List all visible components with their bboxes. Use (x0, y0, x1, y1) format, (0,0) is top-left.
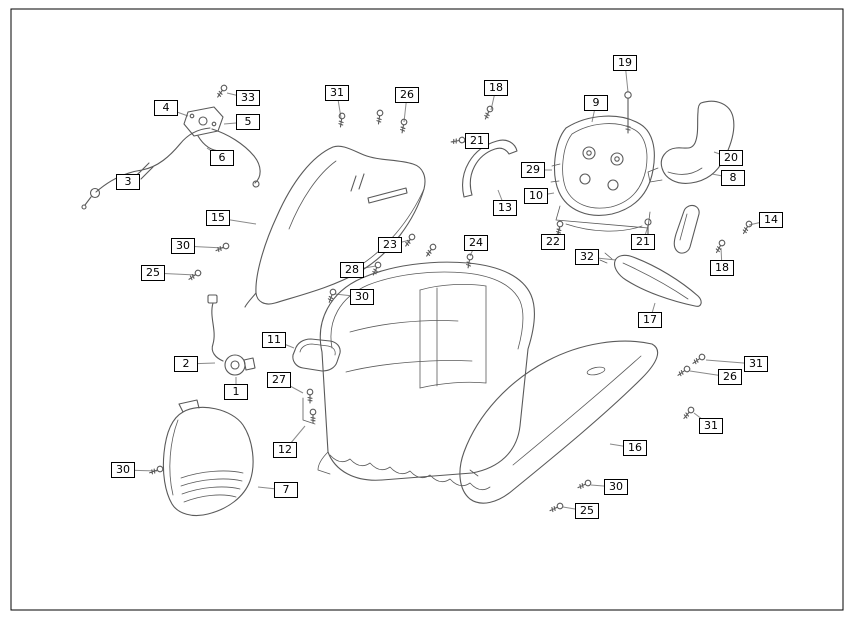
part-helmet-box (317, 261, 536, 491)
callout-20-14[interactable]: 20 (719, 150, 743, 166)
callout-13-13[interactable]: 13 (493, 200, 517, 216)
callout-17-28[interactable]: 17 (638, 312, 662, 328)
callout-26-6[interactable]: 26 (395, 87, 419, 103)
callout-3-4[interactable]: 3 (116, 174, 140, 190)
bolt-icon (624, 91, 632, 134)
part-link-strap (673, 204, 700, 254)
callout-30-40[interactable]: 30 (604, 479, 628, 495)
part-lid (292, 338, 341, 372)
fasteners (148, 83, 754, 514)
part-mount-bracket (302, 397, 316, 425)
callout-30-27[interactable]: 30 (350, 289, 374, 305)
callout-14-19[interactable]: 14 (759, 212, 783, 228)
callout-12-36[interactable]: 12 (273, 442, 297, 458)
callout-23-22[interactable]: 23 (378, 237, 402, 253)
callout-6-3[interactable]: 6 (210, 150, 234, 166)
callout-25-24[interactable]: 25 (141, 265, 165, 281)
callout-29-11[interactable]: 29 (521, 162, 545, 178)
callout-25-41[interactable]: 25 (575, 503, 599, 519)
callout-22-17[interactable]: 22 (541, 234, 565, 250)
callout-16-37[interactable]: 16 (623, 440, 647, 456)
callout-1-31[interactable]: 1 (224, 384, 248, 400)
callout-30-39[interactable]: 30 (111, 462, 135, 478)
callout-33-0[interactable]: 33 (236, 90, 260, 106)
callout-9-10[interactable]: 9 (584, 95, 608, 111)
part-rack-stay (599, 252, 702, 307)
callout-18-7[interactable]: 18 (484, 80, 508, 96)
callout-5-2[interactable]: 5 (236, 114, 260, 130)
callout-21-8[interactable]: 21 (465, 133, 489, 149)
part-strap-handle (462, 139, 518, 198)
callout-26-34[interactable]: 26 (718, 369, 742, 385)
callout-24-23[interactable]: 24 (464, 235, 488, 251)
callout-18-20[interactable]: 18 (710, 260, 734, 276)
callout-8-15[interactable]: 8 (721, 170, 745, 186)
callout-2-30[interactable]: 2 (174, 356, 198, 372)
callout-11-29[interactable]: 11 (262, 332, 286, 348)
callout-4-1[interactable]: 4 (154, 100, 178, 116)
callout-10-12[interactable]: 10 (524, 188, 548, 204)
part-seat-lock (207, 294, 256, 376)
part-side-panel (459, 340, 659, 504)
callout-32-26[interactable]: 32 (575, 249, 599, 265)
callout-28-25[interactable]: 28 (340, 262, 364, 278)
callout-15-16[interactable]: 15 (206, 210, 230, 226)
callout-19-9[interactable]: 19 (613, 55, 637, 71)
callout-31-35[interactable]: 31 (699, 418, 723, 434)
diagram-border (10, 8, 844, 611)
part-front-panel (162, 399, 254, 517)
callout-7-38[interactable]: 7 (274, 482, 298, 498)
part-grab-rail (647, 100, 735, 184)
callout-30-21[interactable]: 30 (171, 238, 195, 254)
callout-21-18[interactable]: 21 (631, 234, 655, 250)
callout-31-33[interactable]: 31 (744, 356, 768, 372)
callout-31-5[interactable]: 31 (325, 85, 349, 101)
callout-27-32[interactable]: 27 (267, 372, 291, 388)
